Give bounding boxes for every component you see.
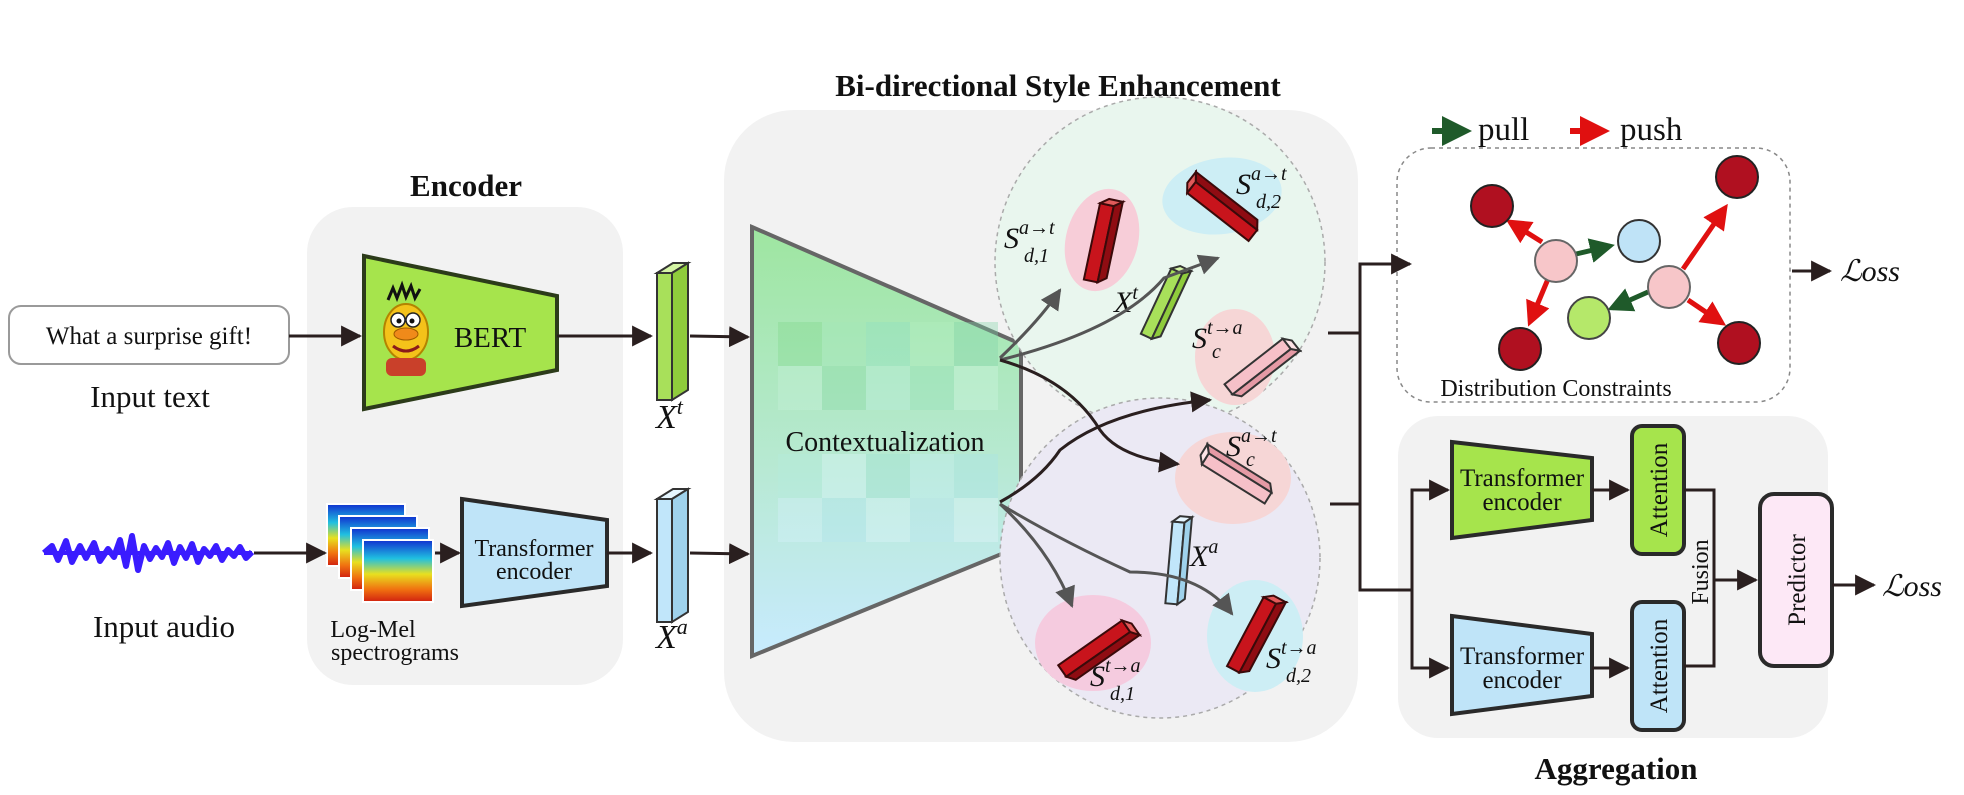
red-node-1 [1470,184,1514,228]
input-text-label: Input text [90,379,210,414]
arrow-to-text-transformer [1410,479,1451,590]
predictor-block [1758,492,1834,668]
arrow-ctx-down-to-sca [999,358,1181,473]
push-legend: push [1570,112,1683,148]
input-audio-label: Input audio [93,609,235,644]
xa-vector [653,487,692,624]
text-attention-label: Attention [1646,442,1673,537]
aggregation-title: Aggregation [1534,751,1697,786]
encoder-title: Encoder [410,168,522,203]
pink-node-1 [1534,239,1578,283]
audio-waveform [42,533,255,573]
arrow-xa-to-context [689,543,751,565]
green-node [1567,296,1611,340]
arrow-to-audio-transformer [1410,590,1451,679]
xt-label: Xt [654,394,684,436]
xa-label: Xa [654,614,688,656]
audio-encoder-label-line2: encoder [496,559,572,585]
spectrogram-icon [326,503,434,603]
push-edge-1 [1505,219,1544,245]
bert-character-icon [383,280,429,376]
xa-inner-label: Xa [1189,536,1218,573]
contextualization-grid [778,322,998,542]
arrow-ctx-to-xa-inner [999,502,1234,616]
input-text-sentence: What a surprise gift! [46,323,252,350]
red-node-4 [1717,321,1761,365]
text-transformer-block [1450,439,1594,541]
loss-bottom-label: ℒoss [1882,570,1942,603]
arrow-ctx-to-xt-inner [999,254,1220,362]
push-edge-4 [1686,297,1727,326]
audio-transformer-label-line1: Transformer [1460,643,1585,670]
bert-label: BERT [454,322,527,354]
xa-projected-bar [1164,515,1195,607]
s-d2-ta-bar [1225,594,1290,674]
audio-encoder-label-line1: Transformer [474,536,593,562]
red-node-3 [1715,155,1759,199]
pull-edge-1 [1575,238,1615,263]
arrow-bse-to-aggregation [1358,504,1412,592]
pull-legend-label: pull [1478,112,1529,148]
s-c-at-bar [1199,441,1273,505]
constraints-title: Distribution Constraints [1440,376,1671,402]
arrow-xt-to-context [689,326,751,348]
blue-node [1617,219,1661,263]
xt-inner-label: Xt [1113,282,1138,319]
arrow-ctx-up-to-scta [999,391,1213,504]
s-c-ta-bar [1223,337,1303,398]
spectrogram-label-line2: spectrograms [331,640,459,666]
audio-transformer-label-line2: encoder [1482,667,1562,694]
s-d2-at-bar [1185,168,1259,243]
audio-transformer-block [1450,613,1594,717]
arrow-ctx-to-sd1at [998,288,1062,360]
red-node-2 [1498,327,1542,371]
text-transformer-label-line1: Transformer [1460,465,1585,492]
xt-vector [653,261,692,402]
fusion-bracket [1684,488,1716,668]
bse-title: Bi-directional Style Enhancement [835,68,1281,103]
pink-node-2 [1647,265,1691,309]
s-d1-at-bar [1082,197,1126,285]
spectrogram-label-line1: Log-Mel [330,617,416,643]
audio-attention-label: Attention [1646,618,1673,713]
push-legend-label: push [1620,112,1683,148]
arrow-bse-to-constraints [1328,253,1413,335]
fusion-label: Fusion [1688,539,1714,604]
predictor-label: Predictor [1784,534,1811,626]
push-edge-3 [1680,203,1728,271]
audio-transformer-encoder-block [460,496,609,609]
loss-top-label: ℒoss [1840,255,1900,288]
push-edge-2 [1526,278,1551,327]
xt-projected-bar [1139,264,1194,341]
pull-edge-2 [1607,288,1650,312]
arrow-ctx-to-sd1ta [998,502,1075,608]
text-transformer-label-line2: encoder [1482,489,1562,516]
contextualization-label: Contextualization [785,427,984,458]
pull-legend: pull [1432,112,1529,148]
s-d1-ta-bar [1056,618,1143,681]
